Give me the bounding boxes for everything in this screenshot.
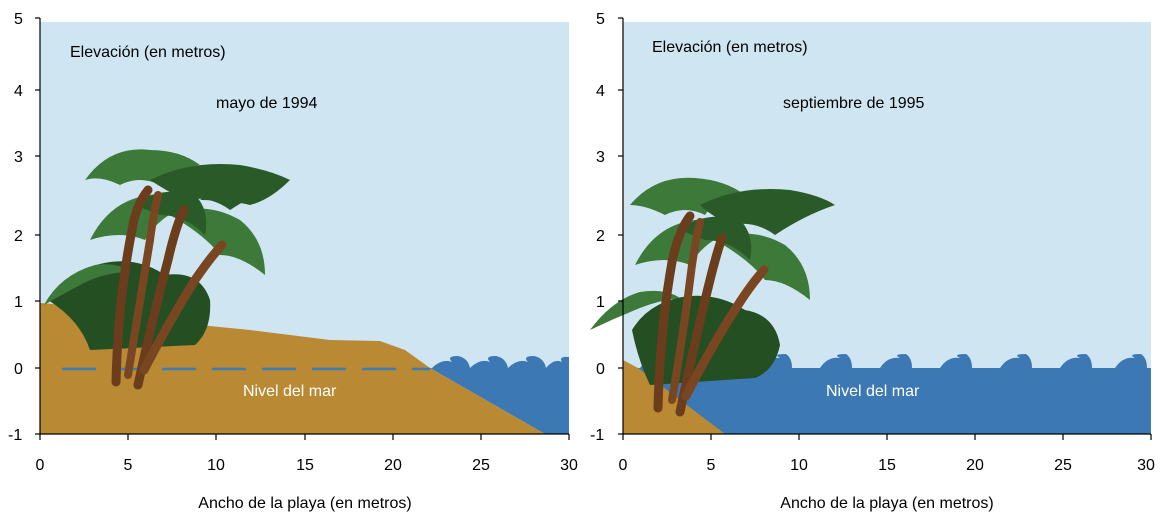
y-tick-label: 3 <box>596 149 605 166</box>
date-label: septiembre de 1995 <box>783 95 925 112</box>
palm-trees-icon <box>44 149 290 390</box>
y-tick-label: 2 <box>14 228 23 245</box>
sea-level-label: Nivel del mar <box>243 383 337 400</box>
y-tick-label: 2 <box>596 228 605 245</box>
x-tick-label: 30 <box>560 457 578 474</box>
x-tick-label: 10 <box>790 457 808 474</box>
y-tick-label: 1 <box>14 294 23 311</box>
y-tick-label: -1 <box>8 427 22 444</box>
y-ticks <box>35 17 40 435</box>
x-tick-label: 5 <box>124 457 133 474</box>
x-tick-label: 0 <box>36 457 45 474</box>
x-tick-label: 15 <box>296 457 314 474</box>
x-tick-label: 30 <box>1137 457 1155 474</box>
x-axis-label: Ancho de la playa (en metros) <box>780 495 993 512</box>
date-label: mayo de 1994 <box>216 95 318 112</box>
elevation-label: Elevación (en metros) <box>652 39 808 56</box>
sea-area <box>430 368 569 434</box>
x-tick-label: 25 <box>1054 457 1072 474</box>
y-tick-label: -1 <box>590 427 604 444</box>
y-tick-label: 0 <box>14 361 23 378</box>
x-ticks <box>39 434 570 440</box>
y-ticks <box>618 17 623 435</box>
y-tick-label: 4 <box>14 83 23 100</box>
y-tick-label: 1 <box>596 294 605 311</box>
x-tick-label: 10 <box>207 457 225 474</box>
x-axis-label: Ancho de la playa (en metros) <box>198 495 411 512</box>
sea-area <box>623 368 1151 434</box>
wave-icon <box>432 356 569 368</box>
palm-trees-icon <box>590 177 835 417</box>
y-tick-label: 5 <box>14 11 23 28</box>
y-tick-label: 4 <box>596 83 605 100</box>
y-tick-label: 0 <box>596 361 605 378</box>
x-tick-label: 20 <box>384 457 402 474</box>
x-tick-label: 0 <box>619 457 628 474</box>
x-tick-label: 15 <box>878 457 896 474</box>
x-ticks <box>622 434 1152 440</box>
y-tick-label: 5 <box>596 11 605 28</box>
elevation-label: Elevación (en metros) <box>70 44 226 61</box>
y-tick-label: 3 <box>14 149 23 166</box>
panel-1994: 5 4 3 2 1 0 -1 0 5 10 15 20 25 30 Elevac… <box>8 11 578 512</box>
x-tick-label: 25 <box>472 457 490 474</box>
x-tick-label: 20 <box>966 457 984 474</box>
sea-level-label: Nivel del mar <box>826 383 920 400</box>
panel-1995: 5 4 3 2 1 0 -1 0 5 10 15 20 25 30 Elevac… <box>590 11 1155 512</box>
x-tick-label: 5 <box>707 457 716 474</box>
